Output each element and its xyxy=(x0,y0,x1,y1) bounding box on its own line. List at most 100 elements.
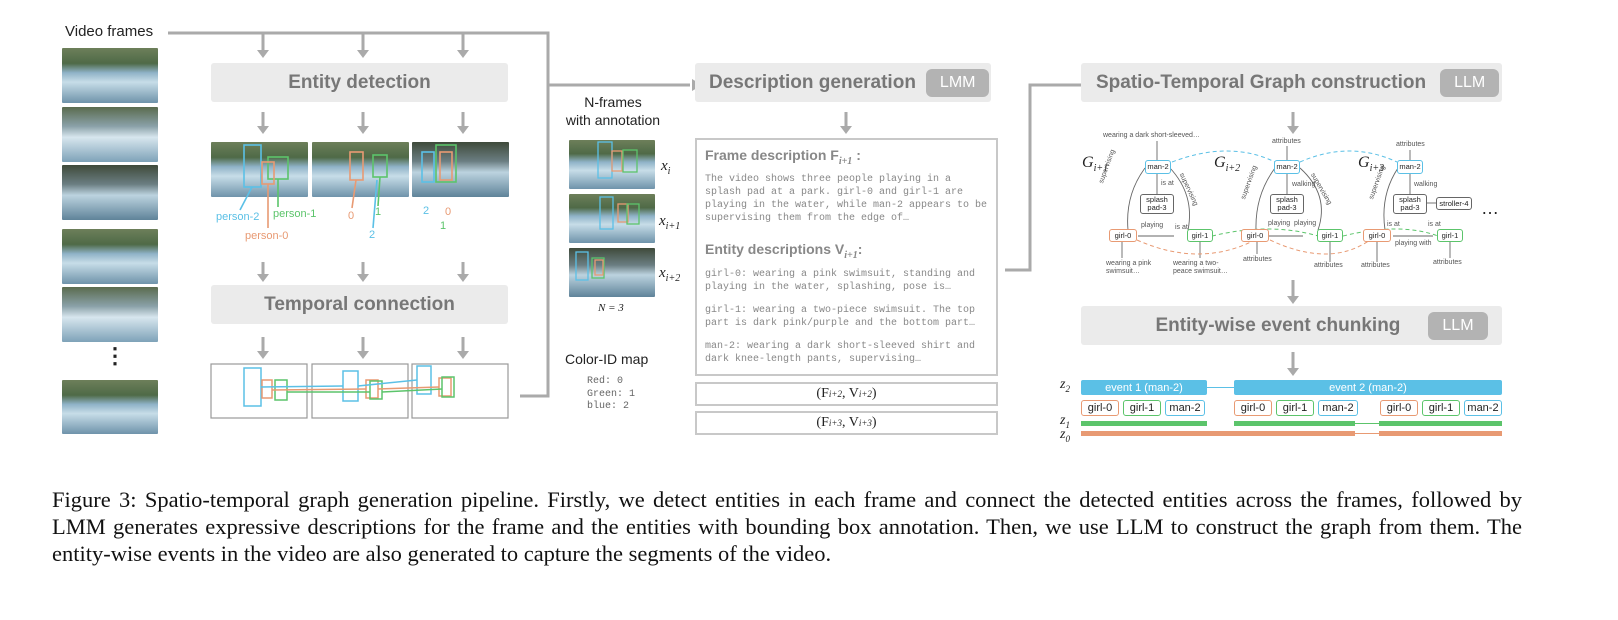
video-frame-thumbnail xyxy=(62,165,158,220)
stg-construction-box: Spatio-Temporal Graph construction LLM xyxy=(1081,63,1502,102)
graph-attribute-text: attributes xyxy=(1243,256,1272,263)
entity-chip-girl-1: girl-1 xyxy=(1276,400,1314,416)
entity-chip-man-2: man-2 xyxy=(1318,400,1358,416)
event-chunking-box: Entity-wise event chunking LLM xyxy=(1081,306,1502,345)
graph-node-girl-0: girl-0 xyxy=(1241,229,1269,242)
video-frame-thumbnail xyxy=(62,380,158,434)
detection-label: 1 xyxy=(440,220,447,232)
graph-edge-label: walking xyxy=(1414,181,1438,188)
detection-label: 0 xyxy=(348,210,355,222)
color-id-map-title: Color-ID map xyxy=(565,351,649,367)
z1-connector xyxy=(1355,423,1379,424)
llm-badge: LLM xyxy=(1428,311,1488,340)
graph-attribute-text: wearing a pink swimsuit… xyxy=(1106,260,1152,275)
stg-construction-label: Spatio-Temporal Graph construction xyxy=(1096,71,1427,93)
z-label: z2 xyxy=(1060,377,1070,394)
entity-chip-girl-1: girl-1 xyxy=(1422,400,1460,416)
annotated-frame xyxy=(569,194,655,243)
z0-bar xyxy=(1379,431,1502,436)
detection-frame xyxy=(211,142,308,197)
z1-bar xyxy=(1379,421,1502,426)
color-id-map: Red: 0 Green: 1 blue: 2 xyxy=(587,376,635,414)
graph-node-splash-pad: splash pad-3 xyxy=(1393,194,1427,214)
video-frame-thumbnail xyxy=(62,48,158,103)
description-generation-label: Description generation xyxy=(709,71,916,93)
graph-edge-label: is at xyxy=(1161,180,1174,187)
detection-label: 1 xyxy=(375,206,382,218)
n-frames-line2: with annotation xyxy=(565,112,661,128)
n-frames-title: N-frames with annotation xyxy=(563,93,663,129)
entity-chip-girl-0: girl-0 xyxy=(1081,400,1119,416)
ellipsis-vertical: ⋮ xyxy=(104,343,126,368)
graph-g-label: Gi+1 xyxy=(1082,154,1109,175)
graph-node-man-2: man-2 xyxy=(1145,160,1171,174)
description-generation-box: Description generation LMM xyxy=(695,63,991,102)
graph-node-girl-1: girl-1 xyxy=(1437,229,1463,242)
graph-node-girl-0: girl-0 xyxy=(1109,229,1137,242)
temporal-connection-diagram xyxy=(210,363,509,419)
graph-node-man-2: man-2 xyxy=(1274,160,1300,174)
event-bar: event 1 (man-2) xyxy=(1081,380,1207,395)
event-bar: event 2 (man-2) xyxy=(1234,380,1502,395)
graph-edge-label: playing xyxy=(1294,220,1317,227)
graph-attribute-text: attributes xyxy=(1433,259,1462,266)
bounding-boxes xyxy=(239,144,457,229)
graph-edge-label: playing xyxy=(1141,222,1164,229)
graph-node-girl-0: girl-0 xyxy=(1363,229,1391,242)
graph-node-man-2: man-2 xyxy=(1397,160,1423,174)
detection-label: person-0 xyxy=(245,230,289,242)
detection-frame xyxy=(312,142,409,197)
z-label: z0 xyxy=(1060,427,1070,444)
figure-caption: Figure 3: Spatio-temporal graph generati… xyxy=(52,487,1522,566)
entity-chip-man-2: man-2 xyxy=(1464,400,1502,416)
temporal-connection-label: Temporal connection xyxy=(264,293,455,315)
detection-label: person-1 xyxy=(273,208,317,220)
graph-edges xyxy=(1121,141,1451,262)
connector-lines xyxy=(168,31,1299,398)
graph-attribute-text: attributes xyxy=(1361,262,1390,269)
llm-badge: LLM xyxy=(1440,68,1500,97)
graph-edge-label: walking xyxy=(1292,181,1316,188)
color-map-line: blue: 2 xyxy=(587,401,630,412)
entity-chip-girl-0: girl-0 xyxy=(1380,400,1418,416)
color-map-line: Red: 0 xyxy=(587,376,624,387)
n-label: N = 3 xyxy=(598,302,624,314)
z1-bar xyxy=(1234,421,1355,426)
graph-attribute-text: attributes xyxy=(1314,262,1343,269)
x-label: xi+1 xyxy=(659,213,681,232)
entity-description-text: girl-0: wearing a pink swimsuit, standin… xyxy=(705,268,976,293)
entity-description-text: man-2: wearing a dark short-sleeved shir… xyxy=(705,340,976,365)
z-label: z1 xyxy=(1060,413,1070,430)
frame-description-text: The video shows three people playing in … xyxy=(705,173,988,224)
detection-label: person-2 xyxy=(216,211,260,223)
graph-edge-label: is at xyxy=(1387,221,1400,228)
graph-edge-label: is at xyxy=(1428,221,1441,228)
graph-node-girl-1: girl-1 xyxy=(1317,229,1343,242)
z1-bar xyxy=(1081,421,1207,426)
description-panel: Frame description Fi+1 : The video shows… xyxy=(695,138,998,376)
graph-attribute-text: attributes xyxy=(1272,138,1301,145)
z0-connector xyxy=(1355,433,1379,434)
z0-bar xyxy=(1081,431,1355,436)
event-connector xyxy=(1207,387,1234,388)
entity-description-text: girl-1: wearing a two-piece swimsuit. Th… xyxy=(705,304,976,329)
entity-chip-girl-0: girl-0 xyxy=(1234,400,1272,416)
graph-node-girl-1: girl-1 xyxy=(1187,229,1213,242)
graph-node-stroller: stroller-4 xyxy=(1436,197,1472,210)
video-frames-label: Video frames xyxy=(65,23,154,40)
graph-attribute-text: wearing a dark short-sleeved… xyxy=(1103,132,1200,139)
annotated-frame xyxy=(569,248,655,297)
entity-detection-label: Entity detection xyxy=(288,71,431,93)
graph-g-label: Gi+3 xyxy=(1358,154,1385,175)
graph-attribute-text: wearing a two-peace swimsuit… xyxy=(1173,260,1228,275)
detection-label: 2 xyxy=(423,205,430,217)
graph-edge-label: playing xyxy=(1268,220,1291,227)
entity-chip-girl-1: girl-1 xyxy=(1123,400,1161,416)
video-frame-thumbnail xyxy=(62,287,158,342)
graph-g-label: Gi+2 xyxy=(1214,154,1241,175)
event-chunking-label: Entity-wise event chunking xyxy=(1155,314,1401,336)
temporal-connection-box: Temporal connection xyxy=(211,285,508,324)
annotation-boxes xyxy=(575,141,640,281)
